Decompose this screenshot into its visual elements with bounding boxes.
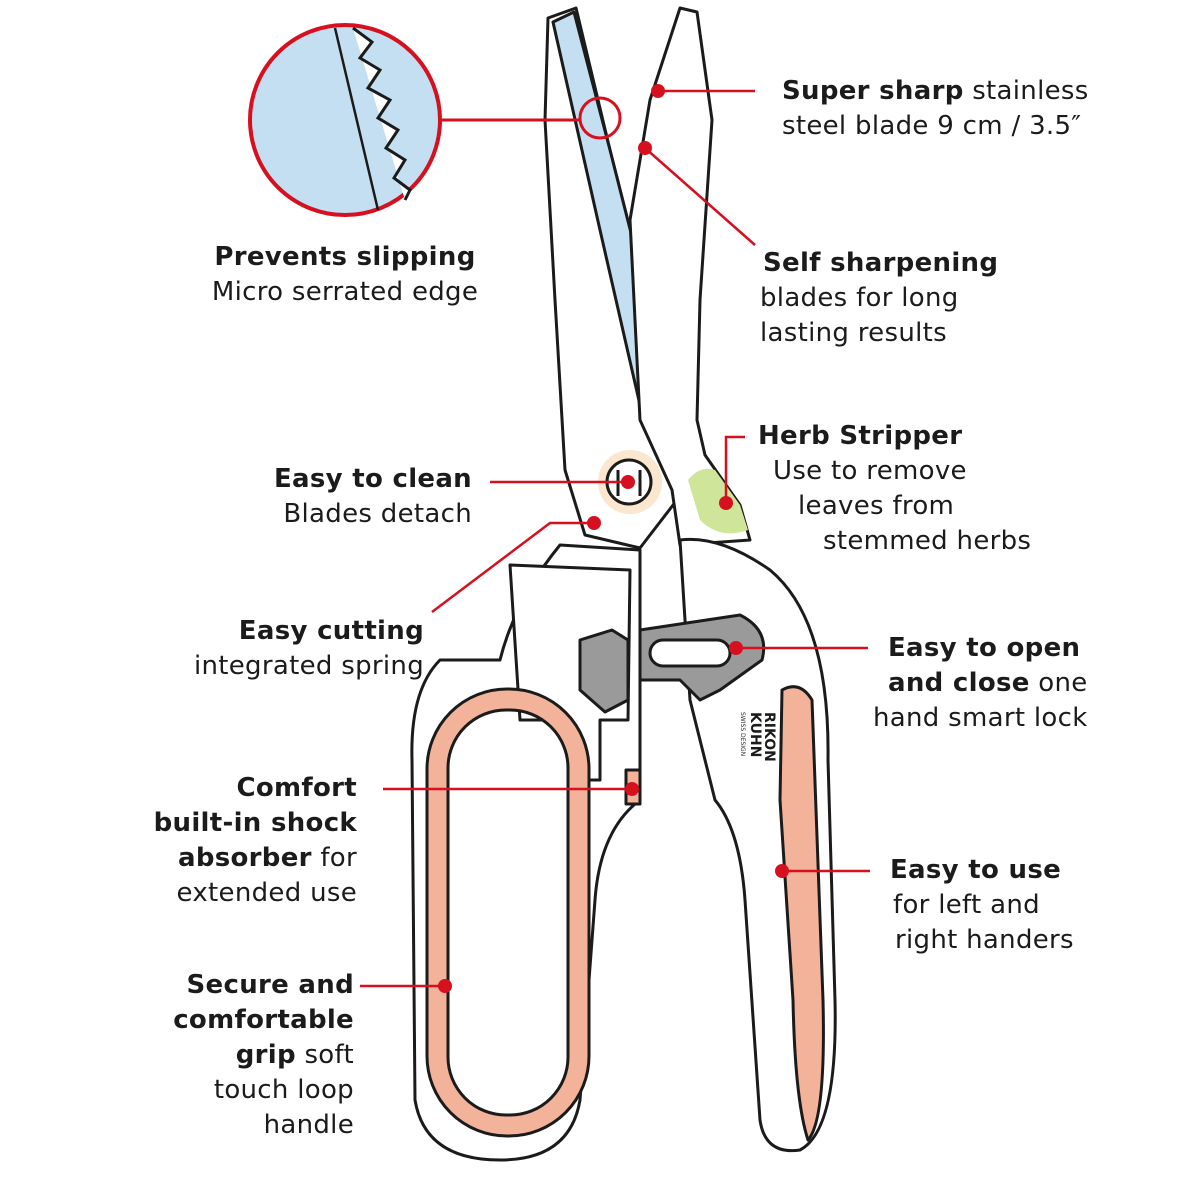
callout-heading-text: absorber [177,843,312,873]
callout-body-text: blades for long [760,283,959,313]
callout-line: steel blade 9 cm / 3.5″ [782,109,1089,144]
callout-line: for left and [890,888,1074,923]
callout-heading-text: built-in shock [153,808,357,838]
callout-line: hand smart lock [873,701,1088,736]
callout-heading-text: Easy cutting [238,616,424,646]
callout-line: comfortable [173,1003,354,1038]
callout-line: Prevents slipping [190,240,500,275]
callout-body-text: handle [263,1110,354,1140]
callout-body-text: leaves from [798,491,955,521]
callout-line: blades for long [760,281,998,316]
callout-body-text: Blades detach [283,499,472,529]
callout-easy-to-use: Easy to use for left and right handers [890,853,1074,958]
callout-dots [438,84,789,993]
callout-heading-text: Herb Stripper [758,421,963,451]
brand-tagline: SWISS DESIGN [739,712,746,756]
callout-line: extended use [154,876,357,911]
callout-heading-text: Easy to clean [273,464,472,494]
callout-line: Use to remove [758,454,1031,489]
callout-body-text: Use to remove [773,456,967,486]
callout-line: right handers [890,923,1074,958]
callout-heading-text: Easy to use [890,855,1062,885]
callout-heading-text: Prevents slipping [214,242,476,272]
callout-body-text: extended use [176,878,357,908]
callout-body-text: steel blade 9 cm / 3.5″ [782,111,1082,141]
callout-line: Secure and [173,968,354,1003]
callout-heading-text: Super sharp [782,76,964,106]
callout-line: grip soft [173,1038,354,1073]
callout-body-text: hand smart lock [873,703,1088,733]
herb-stripper-notch [688,468,748,534]
serrated-edge-magnifier [248,23,622,217]
brand-name-2: RIKON [761,712,777,762]
callout-body-text: for [311,843,357,873]
callout-heading-text: and close [888,668,1030,698]
callout-body-text: right handers [895,925,1074,955]
callout-body-text: one [1029,668,1088,698]
callout-line: Micro serrated edge [190,275,500,310]
callout-line: Easy to open [873,631,1088,666]
callout-line: stemmed herbs [758,524,1031,559]
callout-line: and close one [873,666,1088,701]
callout-body-text: stainless [963,76,1089,106]
callout-body-text: Micro serrated edge [211,277,479,307]
left-handle-inner [508,563,632,782]
callout-heading-text: Self sharpening [763,248,999,278]
callout-line: built-in shock [154,806,357,841]
callout-line: touch loop [173,1073,354,1108]
callout-body-text: stemmed herbs [823,526,1032,556]
callout-heading-text: Comfort [236,773,357,803]
callout-self-sharpening: Self sharpening blades for long lasting re… [760,246,998,351]
leader-lines [360,89,870,988]
callout-line: Super sharp stainless [782,74,1089,109]
callout-line: absorber for [154,841,357,876]
right-grip [778,685,825,1142]
callout-line: leaves from [758,489,1031,524]
callout-heading-text: Secure and [186,970,354,1000]
callout-line: Comfort [154,771,357,806]
callout-line: Self sharpening [760,246,998,281]
smart-lock-left [578,628,630,714]
callout-line: lasting results [760,316,998,351]
callout-heading-text: grip [235,1040,296,1070]
callout-body-text: integrated spring [193,651,424,681]
callout-easy-cutting: Easy cutting integrated spring [194,614,424,684]
callout-heading-text: comfortable [173,1005,354,1035]
callout-body-text: lasting results [760,318,947,348]
brand-name-1: KUHN [747,712,763,757]
callout-line: Herb Stripper [758,419,1031,454]
callout-body-text: soft [295,1040,354,1070]
callout-body-text: touch loop [213,1075,354,1105]
callout-heading-text: Easy to open [888,633,1081,663]
callout-line: Easy to use [890,853,1074,888]
left-grip-loop [428,690,588,1135]
callout-line: integrated spring [194,649,424,684]
callout-line: handle [173,1108,354,1143]
callout-line: Blades detach [274,497,472,532]
brand-logo: KUHN RIKON SWISS DESIGN [739,712,777,762]
callout-line: Easy to clean [274,462,472,497]
callout-line: Easy cutting [194,614,424,649]
callout-body-text: for left and [893,890,1040,920]
